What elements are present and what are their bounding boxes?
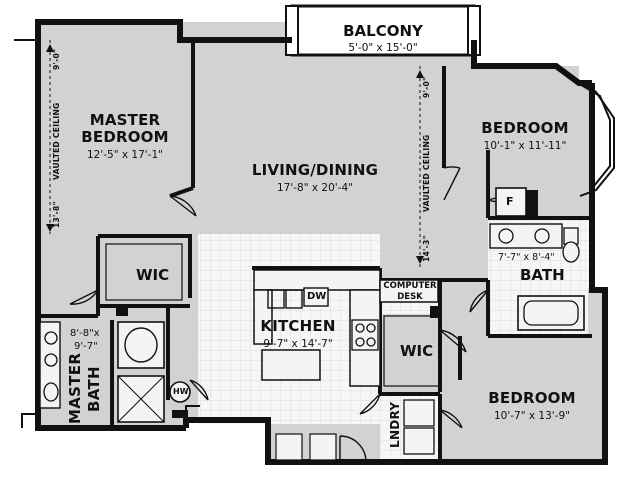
master-bedroom-label: MASTER BEDROOM 12'-5" x 17'-1" (60, 112, 190, 162)
kitchen-chairs (275, 433, 337, 461)
left-ceiling-low: 13'-8" (52, 201, 61, 228)
bedroom1-dims: 10'-1" x 11'-11" (483, 140, 567, 152)
bedroom2-dims: 10'-7" x 13'-9" (494, 410, 570, 422)
bay-window (559, 69, 615, 197)
dishwasher (303, 287, 329, 307)
bath-label: BATH (520, 266, 565, 284)
living-dining-dims: 17'-8" x 20'-4" (277, 182, 353, 194)
bath-toilet (562, 227, 580, 263)
entry-door (339, 435, 367, 463)
master-bath-name2: BATH (85, 366, 103, 412)
bedroom2-label: BEDROOM 10'-7" x 13'-9" (472, 390, 592, 423)
ceiling-line-right (416, 66, 424, 268)
bath-dims: 7'-7" x 8'-4" (498, 252, 555, 263)
column-left (116, 304, 128, 316)
water-heater (169, 381, 191, 403)
kitchen-label: KITCHEN 9'-7" x 14'-7" (248, 318, 348, 351)
cooktop (351, 319, 379, 351)
master-bedroom-name2: BEDROOM (81, 128, 169, 146)
bath-vanity (489, 223, 563, 249)
living-dining-label: LIVING/DINING 17'-8" x 20'-4" (240, 162, 390, 195)
dishwasher-label: DW (307, 291, 327, 302)
master-bath-sinks (39, 321, 61, 409)
balcony-label: BALCONY (343, 22, 423, 40)
master-bath-hatch (172, 410, 188, 418)
bath-tub (517, 295, 585, 331)
left-vaulted-ceiling: VAULTED CEILING (52, 102, 61, 181)
kitchen-sink (267, 289, 303, 309)
master-bath-shower (117, 375, 165, 423)
balcony-dims: 5'-0" x 15'-0" (348, 42, 418, 54)
master-bedroom-dims: 12'-5" x 17'-1" (87, 149, 163, 161)
column-right (430, 306, 442, 318)
wic-right-shelf (383, 315, 441, 387)
door-swings (69, 166, 521, 429)
wic-left-label: WIC (136, 266, 170, 284)
wic-left-shelf (105, 243, 183, 301)
right-vaulted-ceiling: VAULTED CEILING (422, 134, 431, 213)
kitchen-dims: 9'-7" x 14'-7" (263, 338, 333, 350)
master-bath-tub (117, 321, 165, 369)
computer-desk-line2: DESK (397, 292, 423, 302)
laundry-machines (403, 399, 435, 455)
master-bath-name1: MASTER (66, 352, 84, 424)
balcony (285, 4, 481, 57)
computer-desk-line1: COMPUTER (383, 281, 437, 291)
water-heater-label: HW (173, 387, 189, 396)
bedroom2-name: BEDROOM (488, 389, 576, 407)
kitchen-name: KITCHEN (260, 317, 336, 335)
bedroom1-label: BEDROOM 10'-1" x 11'-11" (466, 120, 584, 153)
wic-right-label: WIC (400, 342, 434, 360)
master-bedroom-name1: MASTER (89, 111, 161, 129)
exterior-walls (35, 19, 608, 465)
bedroom1-name: BEDROOM (481, 119, 569, 137)
right-ceiling-low: 14'-3" (422, 235, 431, 262)
master-bath-dims2: 9'-7" (74, 341, 98, 352)
right-ceiling-height: 9'-0" (422, 76, 431, 98)
left-ceiling-height: 9'-0" (52, 48, 61, 70)
bath-column (526, 190, 538, 216)
laundry-label: LNDRY (388, 401, 402, 448)
ceiling-line-left (46, 40, 54, 234)
fridge-label: F (506, 195, 514, 208)
living-dining-name: LIVING/DINING (251, 161, 379, 179)
master-bath-dims1: 8'-8"x (70, 328, 100, 339)
computer-desk (379, 279, 439, 303)
